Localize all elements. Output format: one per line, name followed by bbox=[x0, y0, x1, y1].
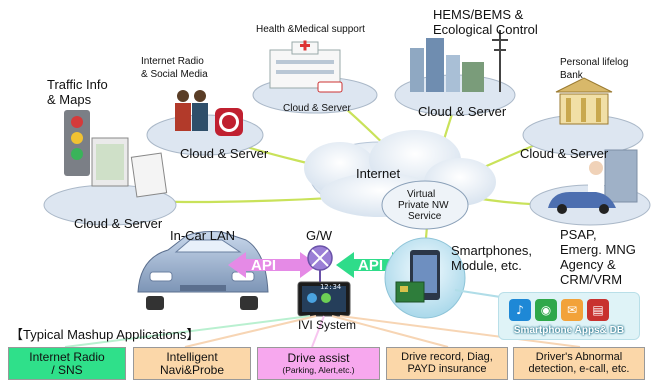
api-arrow-right bbox=[336, 252, 410, 278]
traffic-server-label: Cloud & Server bbox=[74, 216, 163, 231]
smartphones-line-1: Smartphones, bbox=[451, 243, 532, 258]
gateway-label: G/W bbox=[306, 228, 332, 243]
psap-platform bbox=[529, 149, 651, 226]
vpn-ellipse bbox=[381, 180, 469, 230]
mashup-drive-record: Drive record, Diag, PAYD insurance bbox=[386, 347, 508, 380]
psap-line-4: CRM/VRM bbox=[560, 272, 623, 287]
health-title: Health &Medical support bbox=[256, 24, 365, 35]
traffic-title-2: & Maps bbox=[47, 92, 92, 107]
traffic-title-1: Traffic Info bbox=[47, 77, 108, 92]
mail-app-icon: ✉ bbox=[561, 299, 583, 321]
mashup-1-line-2: / SNS bbox=[51, 362, 83, 377]
mashup-3-line-1: Drive assist bbox=[287, 351, 350, 366]
radio-server-label: Cloud & Server bbox=[180, 146, 269, 161]
vpn-line-2: Private NW bbox=[398, 200, 449, 211]
api-left-label: API bbox=[251, 257, 277, 274]
mashup-internet-radio: Internet Radio / SNS bbox=[8, 347, 126, 380]
psap-line-1: PSAP, bbox=[560, 227, 597, 242]
internet-label: Internet bbox=[356, 166, 401, 181]
smartphone-bubble bbox=[384, 237, 466, 319]
ivi-device bbox=[297, 281, 351, 317]
lifelog-title-2: Bank bbox=[560, 70, 583, 81]
book-app-icon: ▤ bbox=[587, 299, 609, 321]
radio-title-1: Internet Radio bbox=[141, 56, 204, 67]
smartphone-apps-panel: ♪ ◉ ✉ ▤ Smartphone Apps& DB bbox=[498, 292, 640, 340]
gateway-node bbox=[307, 245, 333, 282]
mashup-heading: 【Typical Mashup Applications】 bbox=[10, 327, 200, 342]
mashup-1-line-1: Internet Radio bbox=[29, 349, 105, 364]
mashup-4-line-2: PAYD insurance bbox=[407, 362, 487, 375]
vpn-line-3: Service bbox=[408, 211, 442, 222]
globe-app-icon: ◉ bbox=[535, 299, 557, 321]
ivi-clock: 12:34 bbox=[320, 283, 342, 291]
traffic-platform bbox=[43, 110, 177, 226]
lifelog-title-1: Personal lifelog bbox=[560, 57, 629, 68]
mashup-drive-assist: Drive assist (Parking, Alert,etc.) bbox=[257, 347, 380, 380]
hems-title-1: HEMS/BEMS & bbox=[433, 7, 524, 22]
psap-line-3: Agency & bbox=[560, 257, 616, 272]
smartphones-line-2: Module, etc. bbox=[451, 258, 522, 273]
lifelog-server-label: Cloud & Server bbox=[520, 146, 609, 161]
radio-platform bbox=[146, 90, 264, 156]
mashup-4-line-1: Drive record, Diag, bbox=[401, 350, 493, 363]
hems-server-label: Cloud & Server bbox=[418, 104, 507, 119]
mashup-5-line-2: detection, e-call, etc. bbox=[528, 362, 630, 375]
smartphone-apps-label: Smartphone Apps& DB bbox=[513, 325, 625, 336]
mashup-2-line-1: Intelligent bbox=[166, 349, 218, 364]
car-illustration bbox=[137, 231, 269, 310]
mashup-links bbox=[64, 315, 581, 348]
psap-line-2: Emerg. MNG bbox=[560, 242, 636, 257]
mashup-intelligent-navi: Intelligent Navi&Probe bbox=[133, 347, 251, 380]
lifelog-platform bbox=[522, 77, 644, 156]
ivi-label: IVI System bbox=[298, 318, 357, 332]
api-right-label: API bbox=[358, 257, 384, 274]
mashup-driver-abnormal: Driver's Abnormal detection, e-call, etc… bbox=[513, 347, 645, 380]
vpn-line-1: Virtual bbox=[407, 189, 436, 200]
mashup-2-line-2: Navi&Probe bbox=[159, 362, 225, 377]
hems-title-2: Ecological Control bbox=[433, 22, 538, 37]
hems-platform bbox=[394, 30, 516, 116]
radio-title-2: & Social Media bbox=[141, 69, 208, 80]
api-arrow-left bbox=[228, 252, 318, 278]
mashup-5-line-1: Driver's Abnormal bbox=[535, 350, 623, 363]
health-platform bbox=[252, 40, 378, 114]
health-server-label: Cloud & Server bbox=[283, 103, 351, 114]
in-car-lan-label: In-Car LAN bbox=[170, 228, 236, 243]
music-app-icon: ♪ bbox=[509, 299, 531, 321]
mashup-3-sub: (Parking, Alert,etc.) bbox=[282, 364, 355, 375]
